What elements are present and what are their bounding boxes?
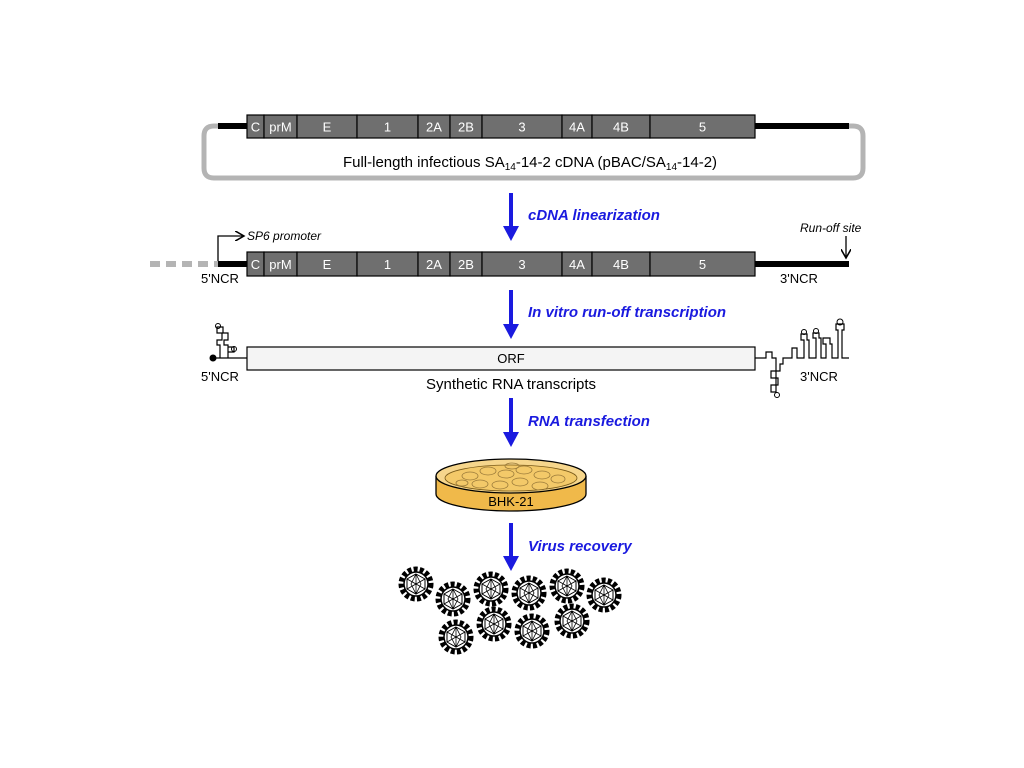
virus-particle: [517, 616, 547, 646]
gene-box-3: [481, 251, 563, 277]
virus-particle: [557, 606, 587, 636]
virus-particle: [589, 580, 619, 610]
promoter-arrow: [217, 236, 244, 261]
gene-label-4a: 4A: [569, 257, 585, 272]
gene-label-3: 3: [518, 120, 525, 135]
gene-label-2a: 2A: [426, 120, 442, 135]
step-label-transcription: In vitro run-off transcription: [528, 304, 726, 321]
ncr3-structures: [755, 323, 849, 393]
arrowhead-2: [503, 324, 519, 339]
step-label-linearization: cDNA linearization: [528, 207, 660, 224]
gene-label-3: 3: [518, 257, 525, 272]
ncr3-label-rna: 3'NCR: [800, 369, 838, 384]
arrowhead-4: [503, 556, 519, 571]
gene-label-5: 5: [699, 120, 706, 135]
step-label-recovery: Virus recovery: [528, 538, 632, 555]
step-label-transfection: RNA transfection: [528, 413, 650, 430]
gene-label-4b: 4B: [613, 257, 629, 272]
gene-label-4b: 4B: [613, 120, 629, 135]
gene-label-2b: 2B: [458, 120, 474, 135]
gene-label-c: C: [251, 120, 260, 135]
gene-label-2b: 2B: [458, 257, 474, 272]
orf-label: ORF: [497, 351, 525, 366]
arrowhead-3: [503, 432, 519, 447]
gene-label-4a: 4A: [569, 120, 585, 135]
step-transcription: In vitro run-off transcription: [503, 290, 726, 339]
gene-box-4b: [591, 251, 651, 277]
gene-label-5: 5: [699, 257, 706, 272]
gene-label-1: 1: [384, 120, 391, 135]
step-linearization: cDNA linearization: [503, 193, 660, 241]
step-recovery: Virus recovery: [503, 523, 632, 571]
rna-transcript: ORF 5'NCR 3'NCR Synthetic RNA transcript…: [201, 318, 849, 398]
gene-label-2a: 2A: [426, 257, 442, 272]
rna-caption: Synthetic RNA transcripts: [426, 376, 596, 393]
promoter-label: SP6 promoter: [247, 229, 322, 243]
ncr3-label-linear: 3'NCR: [780, 271, 818, 286]
virus-particle: [441, 622, 471, 652]
virus-particle: [479, 609, 509, 639]
virus-particle: [401, 569, 431, 599]
gene-label-1: 1: [384, 257, 391, 272]
gene-box-2a: [417, 251, 451, 277]
arrowhead-1: [503, 226, 519, 241]
gene-box-4a: [561, 251, 593, 277]
gene-label-c: C: [251, 257, 260, 272]
plasmid-backbone: [201, 123, 866, 181]
virus-particle: [438, 584, 468, 614]
cell-monolayer: [455, 462, 566, 491]
gene-label-prm: prM: [269, 120, 291, 135]
dish-label: BHK-21: [488, 494, 534, 509]
gene-box-5: [649, 251, 756, 277]
plasmid-title: Full-length infectious SA14-14-2 cDNA (p…: [343, 154, 717, 173]
runoff-label: Run-off site: [800, 221, 862, 235]
gene-label-e: E: [323, 257, 332, 272]
virus-particle: [476, 574, 506, 604]
virus-particles: [401, 569, 619, 652]
virus-particle: [552, 571, 582, 601]
ncr5-stemloop: [216, 326, 235, 358]
gene-box-1: [356, 251, 419, 277]
step-transfection: RNA transfection: [503, 398, 650, 447]
gene-label-e: E: [323, 120, 332, 135]
ncr5-label-rna: 5'NCR: [201, 369, 239, 384]
gene-box-5: [649, 114, 756, 139]
petri-dish: BHK-21: [435, 458, 587, 512]
gene-label-prm: prM: [269, 257, 291, 272]
virus-particle: [514, 578, 544, 608]
ncr5-label-linear: 5'NCR: [201, 271, 239, 286]
